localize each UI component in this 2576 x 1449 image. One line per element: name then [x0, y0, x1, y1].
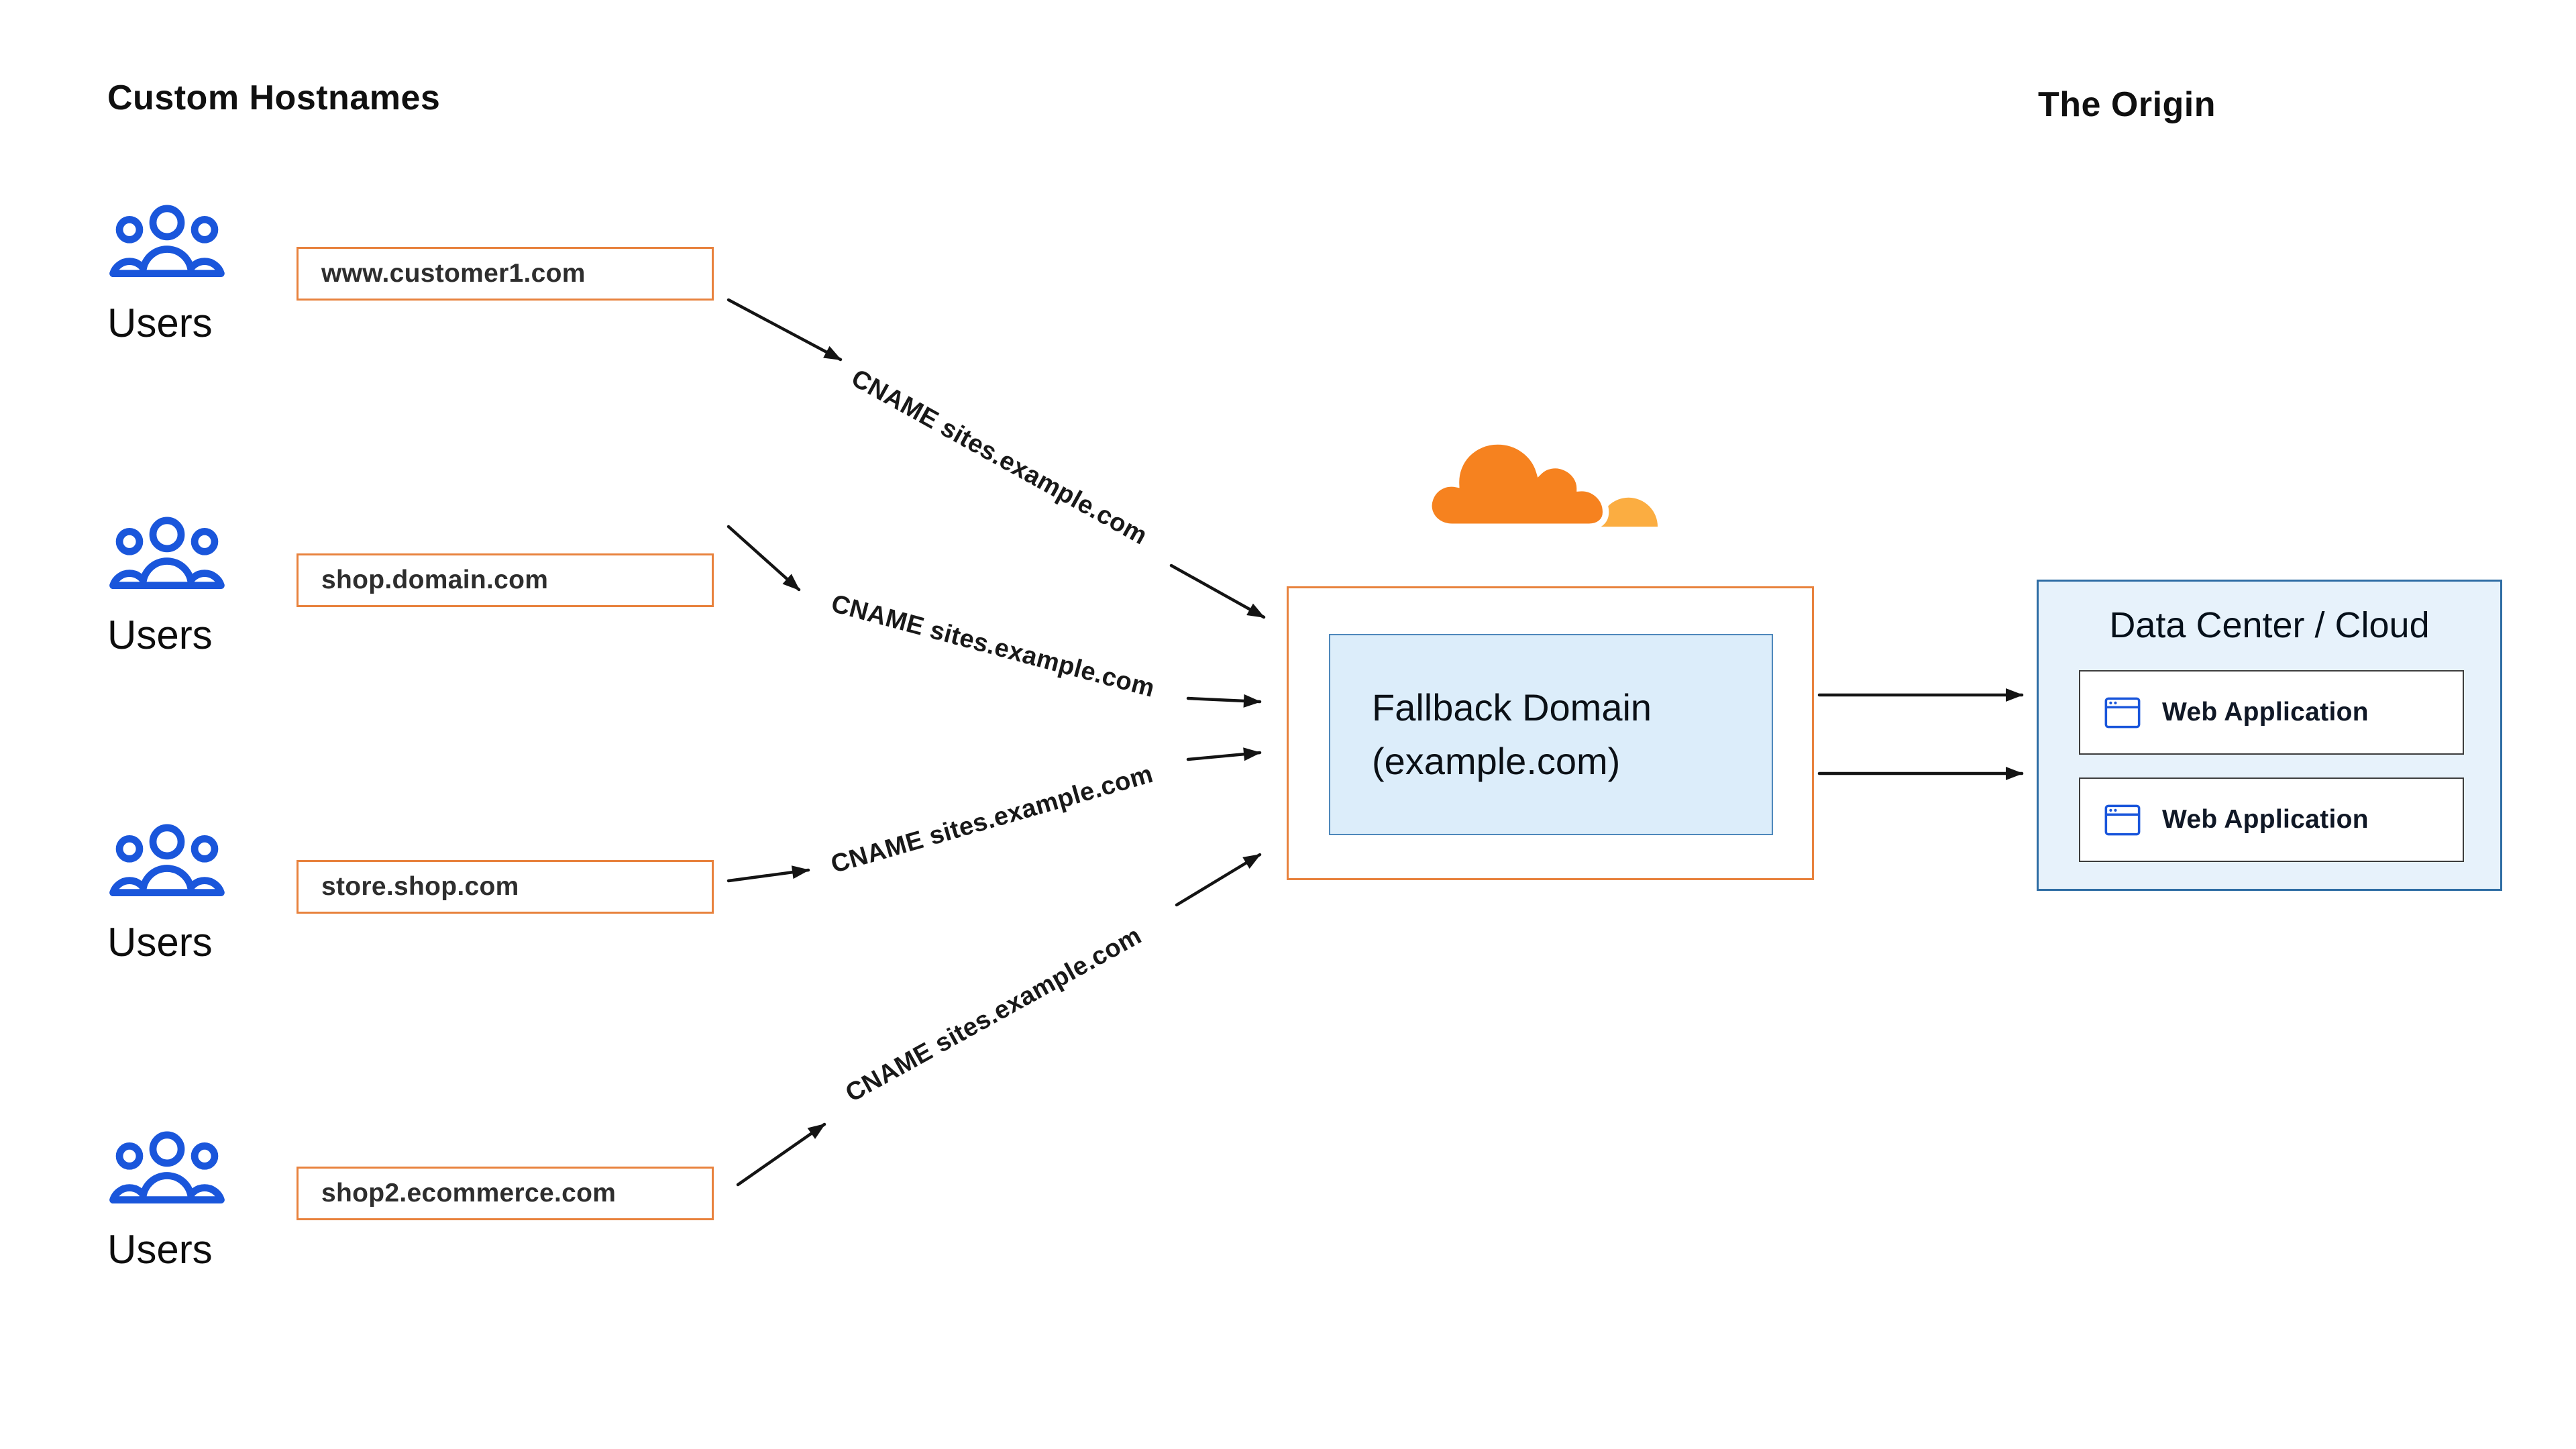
origin-title: The Origin: [2038, 85, 2216, 124]
browser-window-icon: [2104, 697, 2141, 728]
users-icon: [109, 517, 225, 590]
web-application-label: Web Application: [2162, 805, 2369, 834]
browser-window-icon: [2104, 804, 2141, 835]
arrow-host4-to-cname: [736, 1122, 826, 1187]
fallback-domain-outer-box: Fallback Domain (example.com): [1287, 586, 1814, 880]
hostname-box-2: shop.domain.com: [297, 553, 714, 607]
arrow-host2-to-cname: [727, 525, 801, 592]
data-center-box: Data Center / Cloud Web Application: [2037, 580, 2502, 891]
fallback-domain-box: Fallback Domain (example.com): [1329, 634, 1773, 835]
user-group-3: Users: [107, 824, 227, 965]
hostname-box-4: shop2.ecommerce.com: [297, 1167, 714, 1220]
hostname-label: shop2.ecommerce.com: [321, 1179, 616, 1208]
arrow-cname4-to-fallback: [1175, 853, 1262, 907]
data-center-title: Data Center / Cloud: [2109, 605, 2430, 645]
hostname-box-1: www.customer1.com: [297, 247, 714, 301]
users-label: Users: [107, 1227, 213, 1272]
hostname-label: shop.domain.com: [321, 566, 549, 594]
custom-hostnames-title: Custom Hostnames: [107, 78, 441, 117]
hostname-label: www.customer1.com: [321, 259, 586, 288]
fallback-domain-line2: (example.com): [1372, 740, 1621, 782]
arrow-cname1-to-fallback: [1169, 564, 1266, 619]
hostname-label: store.shop.com: [321, 872, 519, 901]
arrow-cname3-to-fallback: [1186, 747, 1262, 761]
users-label: Users: [107, 920, 213, 965]
arrow-host1-to-cname: [727, 298, 843, 362]
web-application-row-1: Web Application: [2079, 670, 2464, 755]
users-icon: [109, 1131, 225, 1204]
hostname-box-3: store.shop.com: [297, 860, 714, 914]
arrow-host3-to-cname: [727, 865, 810, 883]
web-application-row-2: Web Application: [2079, 777, 2464, 862]
user-group-2: Users: [107, 517, 227, 658]
fallback-domain-line1: Fallback Domain: [1372, 686, 1652, 729]
users-label: Users: [107, 301, 213, 345]
users-label: Users: [107, 612, 213, 657]
arrow-cname2-to-fallback: [1186, 694, 1262, 708]
users-icon: [109, 205, 225, 278]
user-group-4: Users: [107, 1131, 227, 1273]
user-group-1: Users: [107, 205, 227, 346]
users-icon: [109, 824, 225, 897]
cloudflare-logo-icon: [1426, 438, 1658, 530]
web-application-label: Web Application: [2162, 698, 2369, 727]
